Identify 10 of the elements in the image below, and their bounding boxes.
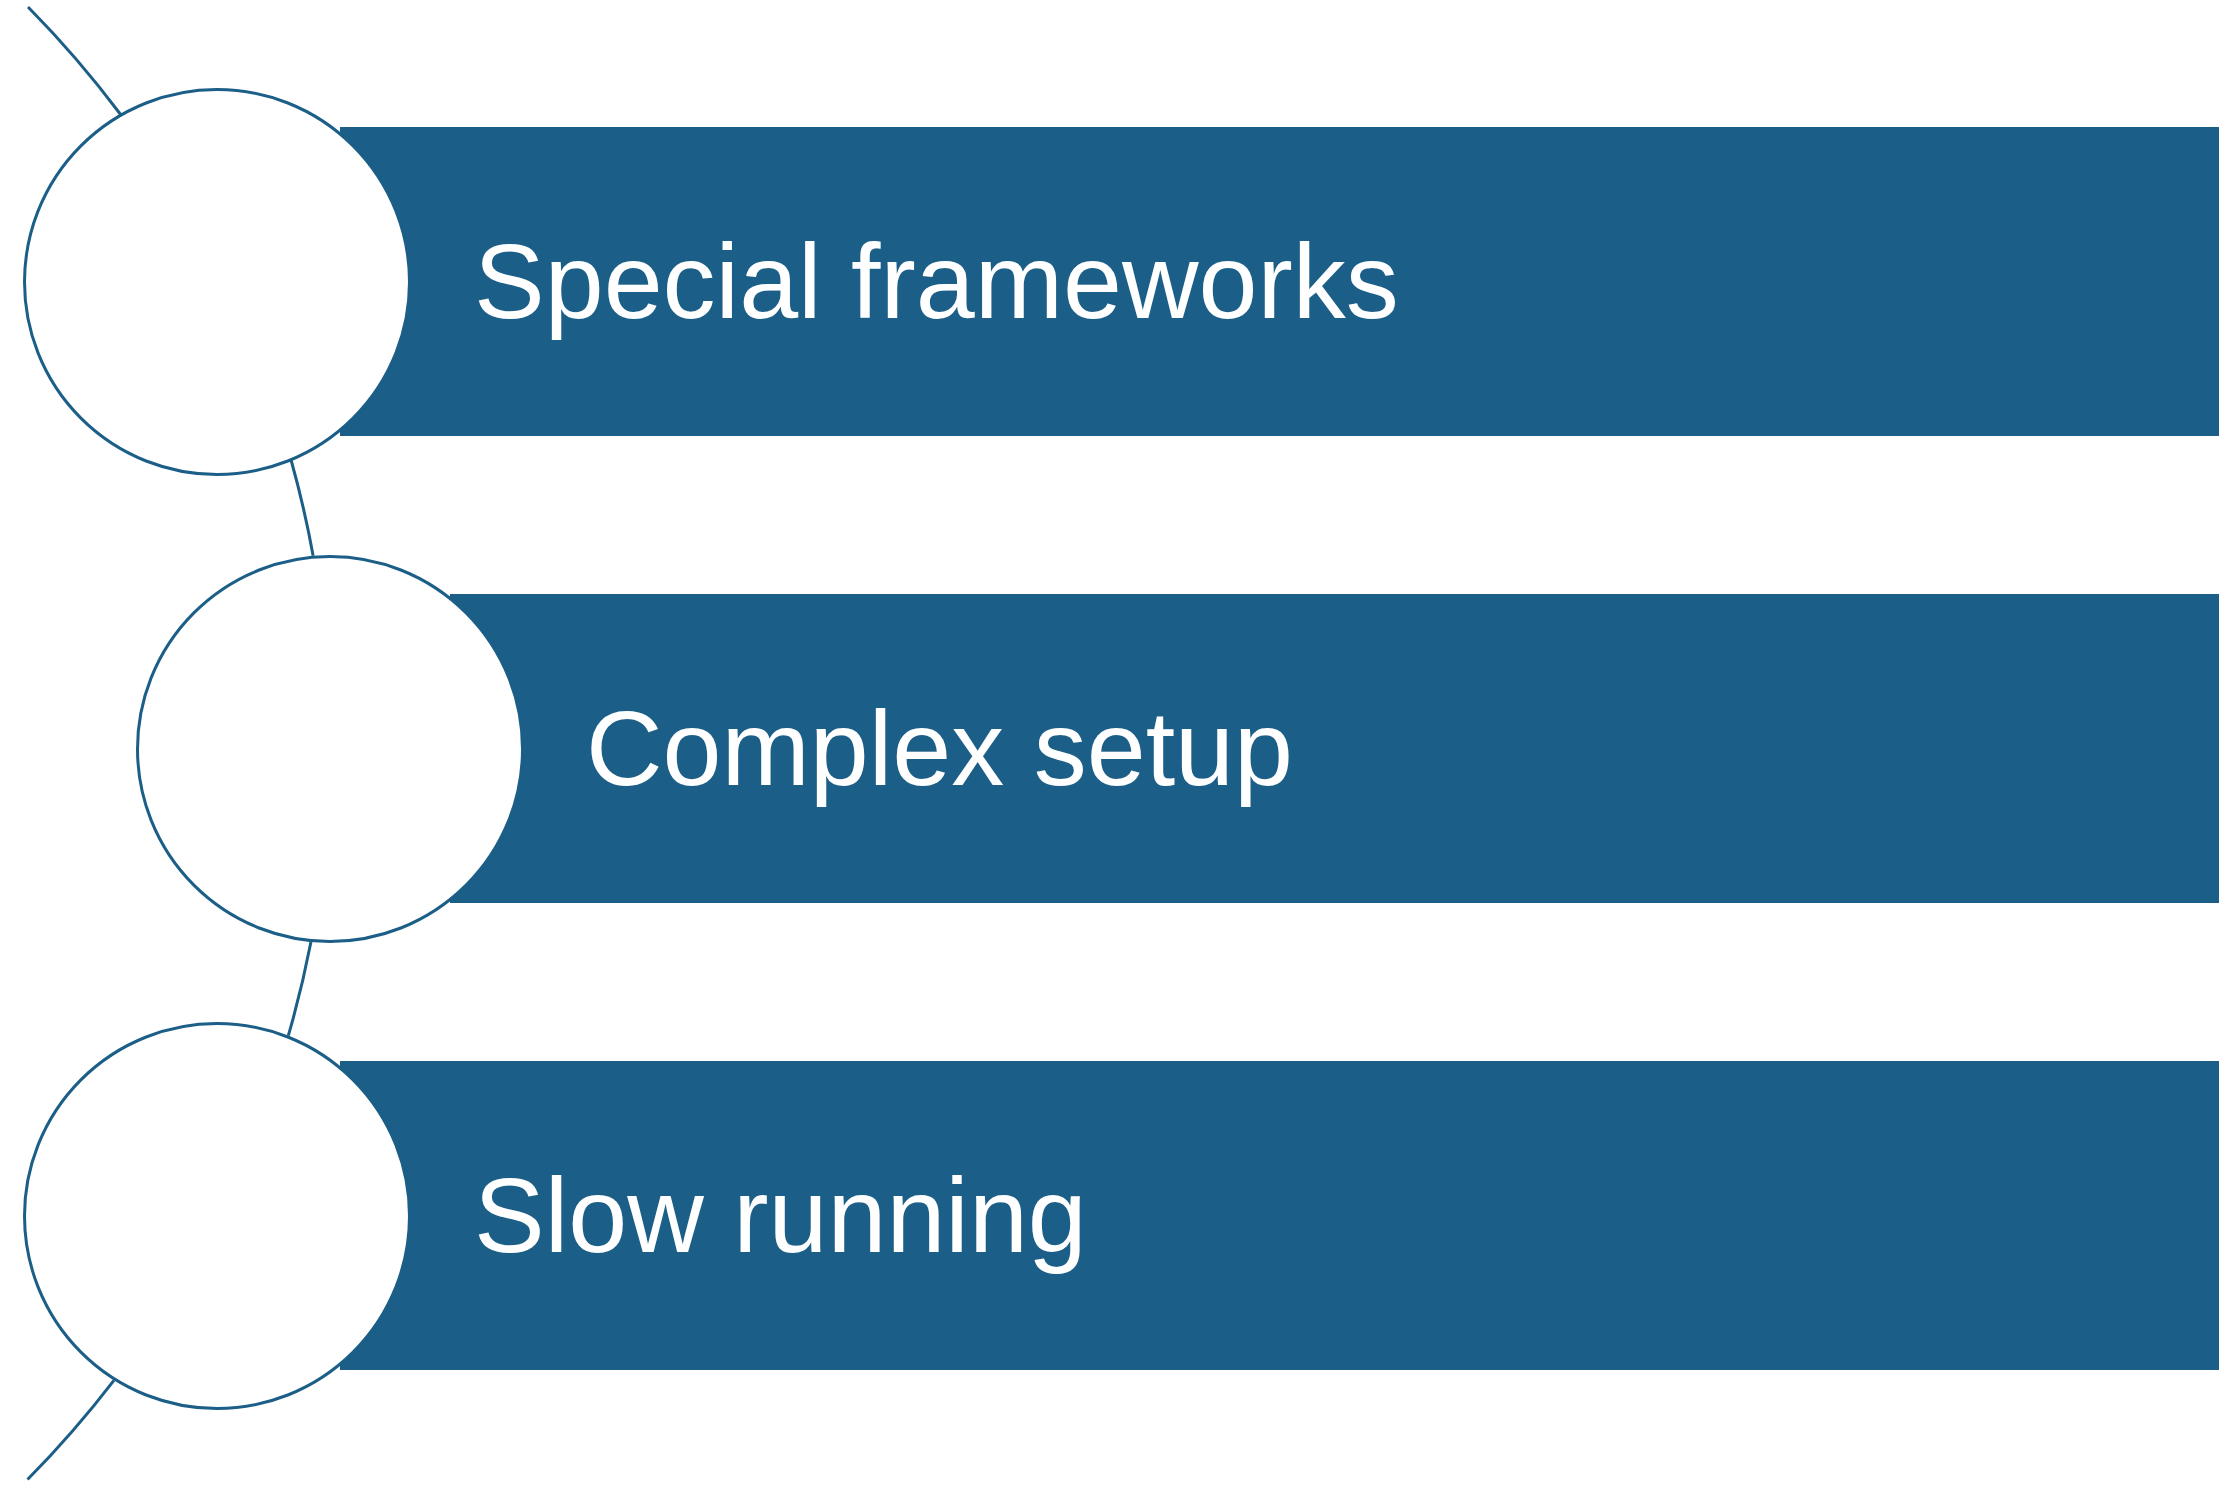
item-label: Special frameworks: [474, 221, 1399, 342]
item-band: [450, 594, 2219, 903]
item-band: [340, 1061, 2219, 1370]
item-label: Slow running: [474, 1155, 1087, 1276]
item-label: Complex setup: [586, 688, 1293, 809]
timeline-line: [26, 5, 122, 116]
item-band: [340, 127, 2219, 436]
timeline-line: [289, 460, 315, 556]
timeline-line: [286, 941, 313, 1036]
timeline-line: [26, 1379, 116, 1481]
